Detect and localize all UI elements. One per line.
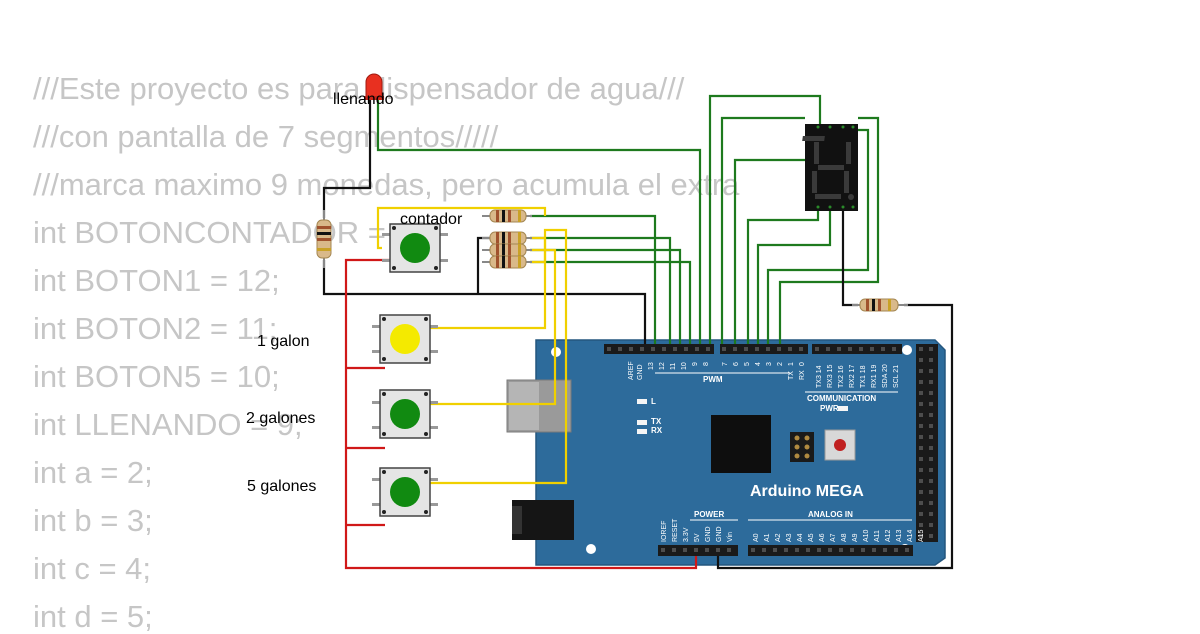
button2-label: 2 galones — [246, 410, 315, 427]
seven-segment-display — [802, 124, 858, 211]
svg-text:A5: A5 — [808, 533, 815, 542]
svg-text:A12: A12 — [885, 529, 892, 542]
svg-text:A13: A13 — [896, 529, 903, 542]
resistor — [482, 209, 532, 223]
svg-text:6: 6 — [733, 362, 740, 366]
svg-text:5: 5 — [744, 362, 751, 366]
resistor — [852, 298, 908, 312]
resistor — [316, 210, 332, 268]
svg-text:2: 2 — [777, 362, 784, 366]
pin-labels-bottom: IOREF RESET 3.3V 5V GND GND Vin A0 A1 A2… — [661, 518, 925, 542]
svg-text:AREF: AREF — [628, 361, 635, 380]
svg-text:A4: A4 — [797, 533, 804, 542]
svg-text:A14: A14 — [907, 529, 914, 542]
power-jack — [512, 500, 574, 540]
svg-text:11: 11 — [670, 363, 677, 370]
svg-text:A8: A8 — [841, 533, 848, 542]
svg-text:A0: A0 — [753, 533, 760, 542]
wires — [322, 94, 954, 570]
resistor — [482, 231, 532, 245]
svg-text:10: 10 — [681, 362, 688, 370]
led-tx-label: TX — [651, 417, 662, 426]
svg-text:12: 12 — [659, 362, 666, 370]
svg-text:GND: GND — [716, 526, 723, 542]
code-line: int BOTON2 = 11; — [33, 311, 278, 346]
code-line: int LLENANDO = 9; — [33, 407, 303, 442]
svg-text:GND: GND — [637, 364, 644, 380]
pwm-label: PWM — [703, 375, 723, 384]
code-line: int BOTON1 = 12; — [33, 263, 280, 298]
svg-text:TX2 16: TX2 16 — [838, 365, 845, 388]
svg-text:A10: A10 — [863, 529, 870, 542]
button-5-galones[interactable] — [372, 467, 438, 517]
microcontroller-chip — [711, 415, 771, 473]
button-2-galones[interactable] — [372, 389, 438, 439]
code-line: int BOTON5 = 10; — [33, 359, 280, 394]
svg-text:A7: A7 — [830, 533, 837, 542]
reset-button[interactable] — [824, 429, 856, 461]
led-l-label: L — [651, 397, 656, 406]
analog-in-label: ANALOG IN — [808, 510, 853, 519]
svg-text:RX3 15: RX3 15 — [827, 365, 834, 388]
svg-text:RX: RX — [799, 370, 806, 380]
code-line: int BOTONCONTADOR = 13; — [33, 215, 438, 250]
led-label: llenando — [333, 91, 394, 108]
svg-text:RX2 17: RX2 17 — [849, 365, 856, 388]
code-line: ///con pantalla de 7 segmentos///// — [33, 119, 499, 154]
code-line: int c = 4; — [33, 551, 152, 586]
svg-text:TX: TX — [788, 371, 795, 380]
svg-text:7: 7 — [722, 362, 729, 366]
arduino-mega-board[interactable]: L TX RX PWR PWM COMMUNICATION POWER ANAL… — [506, 339, 946, 566]
led-red — [364, 73, 384, 100]
code-line: int b = 3; — [33, 503, 153, 538]
board-name: Arduino MEGA — [750, 483, 864, 500]
svg-text:3.3V: 3.3V — [683, 527, 690, 542]
svg-text:Vin: Vin — [727, 532, 734, 542]
svg-text:0: 0 — [799, 362, 806, 366]
svg-text:A1: A1 — [764, 533, 771, 542]
svg-text:TX3 14: TX3 14 — [816, 365, 823, 388]
led-rx-label: RX — [651, 426, 663, 435]
svg-text:8: 8 — [703, 362, 710, 366]
svg-text:GND: GND — [705, 526, 712, 542]
power-label: POWER — [694, 510, 724, 519]
svg-text:SDA 20: SDA 20 — [882, 364, 889, 388]
code-line: ///marca maximo 9 monedas, pero acumula … — [33, 167, 740, 202]
svg-text:A15: A15 — [918, 529, 925, 542]
code-line: ///Este proyecto es para dispensador de … — [33, 71, 685, 106]
pin-labels-top: AREF GND 13 12 11 10 9 8 7 6 5 4 3 2 TX … — [628, 361, 900, 388]
resistor — [482, 255, 532, 269]
button1-label: 1 galon — [257, 333, 310, 350]
svg-text:4: 4 — [755, 362, 762, 366]
button5-label: 5 galones — [247, 478, 316, 495]
svg-text:5V: 5V — [694, 533, 701, 542]
resistor — [482, 243, 532, 257]
svg-text:A2: A2 — [775, 533, 782, 542]
counter-label: contador — [400, 211, 463, 228]
button-1-galon[interactable] — [372, 314, 438, 364]
svg-text:13: 13 — [648, 362, 655, 370]
svg-text:RESET: RESET — [672, 518, 679, 542]
svg-text:1: 1 — [788, 362, 795, 366]
svg-text:9: 9 — [692, 362, 699, 366]
svg-text:3: 3 — [766, 362, 773, 366]
svg-text:IOREF: IOREF — [661, 521, 668, 542]
svg-text:A11: A11 — [874, 530, 881, 542]
svg-text:A9: A9 — [852, 533, 859, 542]
svg-text:RX1 19: RX1 19 — [871, 365, 878, 388]
svg-text:A6: A6 — [819, 533, 826, 542]
pwr-label: PWR — [820, 404, 839, 413]
svg-text:TX1 18: TX1 18 — [860, 365, 867, 388]
svg-text:A3: A3 — [786, 533, 793, 542]
svg-text:SCL 21: SCL 21 — [893, 365, 900, 388]
communication-label: COMMUNICATION — [807, 394, 876, 403]
counter-push-button[interactable] — [382, 223, 448, 273]
code-line: int d = 5; — [33, 599, 153, 634]
code-line: int a = 2; — [33, 455, 153, 490]
